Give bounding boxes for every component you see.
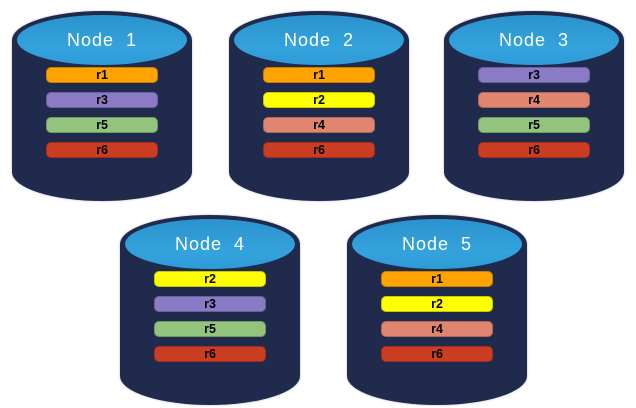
node-title: Node 5 [401,233,473,254]
replica-label: r6 [431,346,443,361]
replica-bar-r2: r2 [154,271,266,287]
replica-bar-r1: r1 [46,67,158,83]
node-2: Node 2 r1 r2 r4 r6 [229,11,409,201]
replica-bar-r3: r3 [46,92,158,108]
replica-bar-r3: r3 [154,296,266,312]
node-title: Node 4 [174,233,246,254]
replica-list: r1 r2 r4 r6 [263,67,375,158]
cylinder-top-face [234,15,404,65]
replica-label: r4 [528,92,540,107]
replica-label: r2 [313,92,325,107]
replica-label: r2 [431,296,443,311]
cylinder-top-face [352,219,522,269]
replica-label: r1 [96,67,108,82]
replica-bar-r4: r4 [381,321,493,337]
replica-bar-r6: r6 [154,346,266,362]
cylinder-top-face [449,15,619,65]
replica-label: r6 [96,142,108,157]
node-title: Node 3 [498,29,570,50]
cylinder-top-face [125,219,295,269]
replica-label: r4 [313,117,325,132]
node-5: Node 5 r1 r2 r4 r6 [347,215,527,405]
node-3: Node 3 r3 r4 r5 r6 [444,11,624,201]
replica-label: r5 [528,117,540,132]
replica-label: r3 [96,92,108,107]
replica-bar-r1: r1 [263,67,375,83]
replica-label: r5 [204,321,216,336]
replica-bar-r5: r5 [478,117,590,133]
replica-label: r1 [313,67,325,82]
replica-label: r1 [431,271,443,286]
node-title: Node 1 [66,29,138,50]
replica-label: r6 [528,142,540,157]
replica-bar-r6: r6 [478,142,590,158]
replica-bar-r3: r3 [478,67,590,83]
replica-list: r1 r2 r4 r6 [381,271,493,362]
replica-label: r5 [96,117,108,132]
replica-label: r3 [528,67,540,82]
replica-label: r6 [204,346,216,361]
node-title: Node 2 [283,29,355,50]
cylinder-top-face [17,15,187,65]
replica-label: r2 [204,271,216,286]
replica-bar-r1: r1 [381,271,493,287]
node-4: Node 4 r2 r3 r5 r6 [120,215,300,405]
replica-bar-r4: r4 [478,92,590,108]
node-1: Node 1 r1 r3 r5 r6 [12,11,192,201]
replica-label: r4 [431,321,443,336]
replica-list: r2 r3 r5 r6 [154,271,266,362]
replica-list: r3 r4 r5 r6 [478,67,590,158]
replica-bar-r5: r5 [154,321,266,337]
replica-bar-r6: r6 [381,346,493,362]
replica-bar-r2: r2 [263,92,375,108]
replica-label: r6 [313,142,325,157]
replica-bar-r2: r2 [381,296,493,312]
replica-bar-r4: r4 [263,117,375,133]
replica-bar-r6: r6 [46,142,158,158]
replica-label: r3 [204,296,216,311]
replica-bar-r5: r5 [46,117,158,133]
replica-list: r1 r3 r5 r6 [46,67,158,158]
replica-bar-r6: r6 [263,142,375,158]
